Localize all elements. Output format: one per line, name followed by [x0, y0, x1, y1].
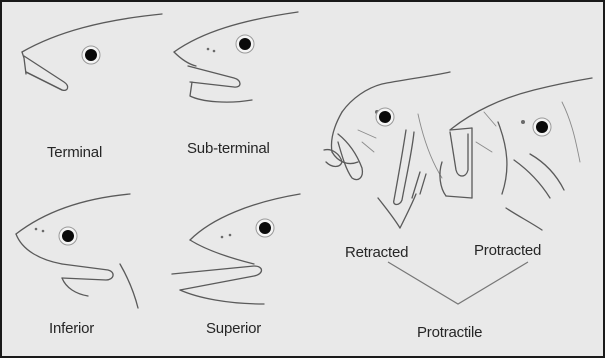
protractile-bracket	[388, 262, 528, 304]
label-terminal: Terminal	[47, 144, 102, 161]
label-sub-terminal: Sub-terminal	[187, 140, 270, 157]
label-protracted: Protracted	[474, 242, 541, 259]
terminal-mouth-sketch	[22, 14, 162, 90]
retracted-mouth-sketch	[324, 72, 450, 228]
label-inferior: Inferior	[49, 320, 94, 337]
label-retracted: Retracted	[345, 244, 408, 261]
inferior-mouth-sketch	[16, 194, 138, 308]
protracted-mouth-sketch	[440, 78, 592, 230]
label-protractile: Protractile	[417, 324, 482, 341]
label-superior: Superior	[206, 320, 261, 337]
sub-terminal-mouth-sketch	[174, 12, 298, 102]
protracted-detail-lines	[476, 102, 580, 162]
superior-mouth-sketch	[172, 194, 300, 304]
